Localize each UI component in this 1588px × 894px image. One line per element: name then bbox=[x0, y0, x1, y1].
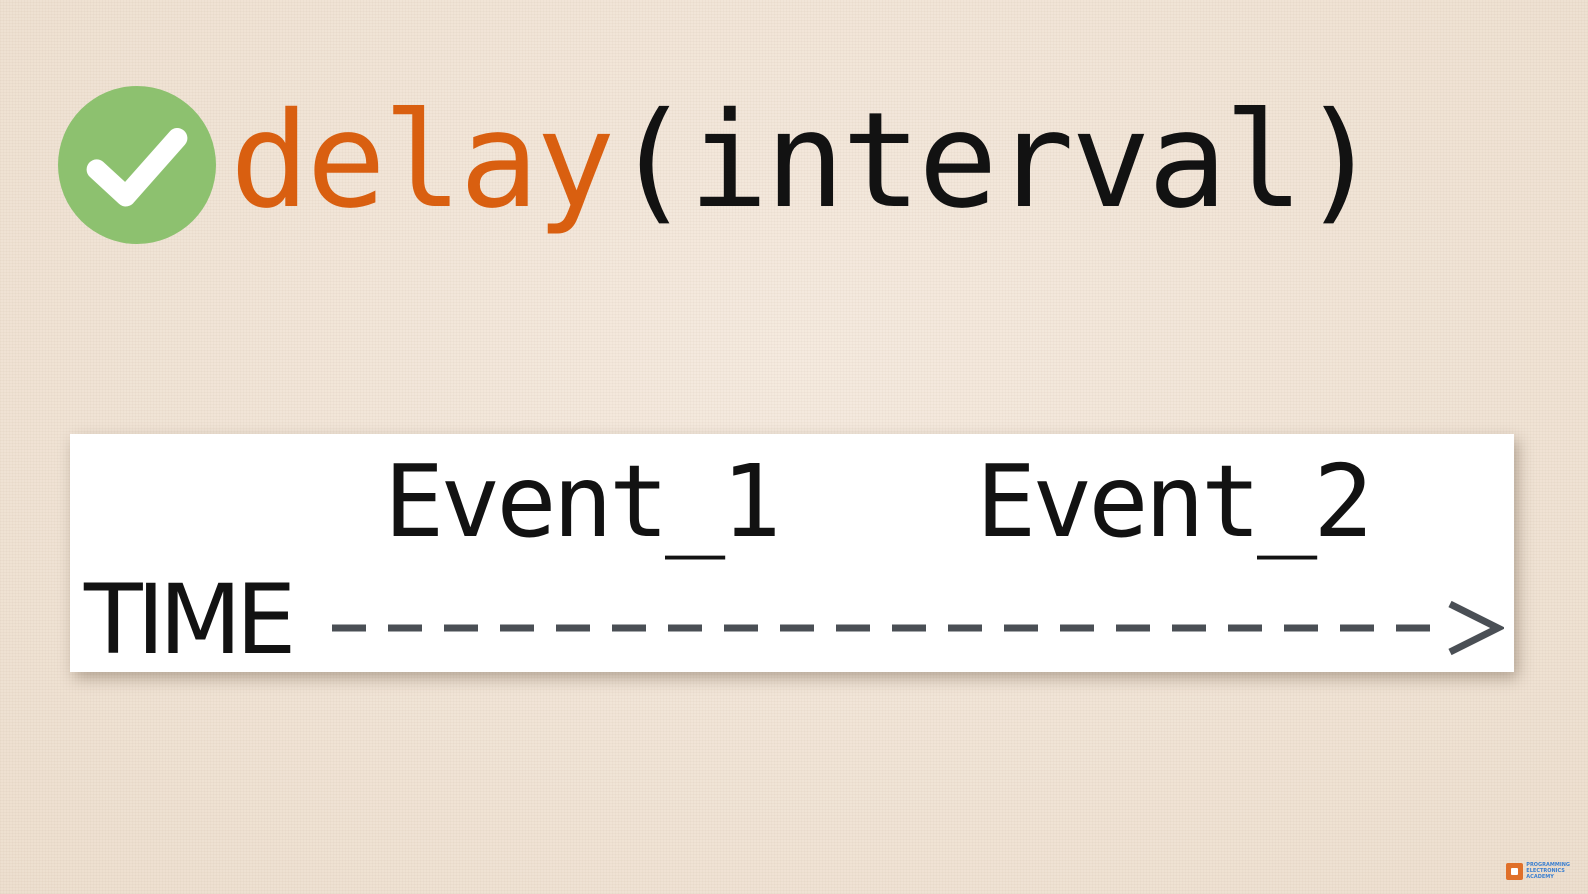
watermark-line-2: Electronics bbox=[1526, 868, 1565, 874]
function-arguments: (interval) bbox=[612, 84, 1380, 238]
timeline-card: Event_1 Event_2 TIME bbox=[70, 434, 1514, 672]
watermark-line-1: Programming bbox=[1526, 862, 1570, 868]
code-title: delay(interval) bbox=[230, 95, 1380, 227]
time-axis-label: TIME bbox=[84, 564, 296, 676]
checkmark-icon bbox=[86, 128, 188, 207]
watermark-line-3: Academy bbox=[1526, 874, 1554, 880]
event-label-2: Event_2 bbox=[976, 443, 1373, 560]
watermark-text: Programming Electronics Academy bbox=[1526, 862, 1570, 880]
title-row: delay(interval) bbox=[58, 84, 1380, 246]
event-label-1: Event_1 bbox=[384, 443, 781, 560]
logo-icon bbox=[1506, 862, 1524, 880]
dashed-arrow-icon bbox=[332, 600, 1504, 656]
function-name: delay bbox=[230, 84, 615, 238]
watermark: Programming Electronics Academy bbox=[1506, 862, 1570, 880]
check-circle-icon bbox=[58, 86, 216, 244]
